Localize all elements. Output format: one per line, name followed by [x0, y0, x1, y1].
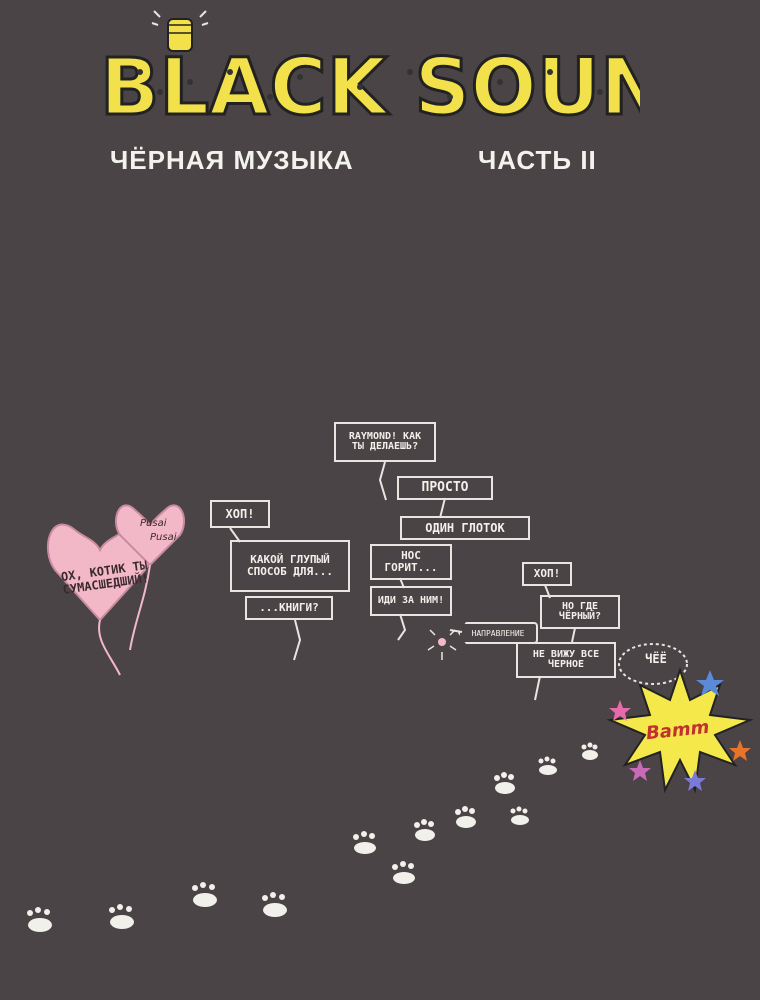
paw-print-icon	[353, 831, 376, 854]
paw-print-icon	[414, 819, 435, 841]
paw-print-icon	[538, 756, 557, 775]
speech-box-kakoy: КАКОЙ ГЛУПЫЙ СПОСОБ ДЛЯ...	[230, 540, 350, 592]
heart-small-text-2: Pusai	[150, 532, 177, 543]
paw-print-icon	[192, 882, 217, 907]
paw-print-icon	[581, 742, 598, 760]
subtitle-left: ЧЁРНАЯ МУЗЫКА	[110, 145, 354, 175]
speech-box-odin-glotok: ОДИН ГЛОТОК	[400, 516, 530, 540]
bamm-burst	[606, 666, 754, 794]
direction-sign: НАПРАВЛЕНИЕ	[458, 622, 538, 644]
paw-print-icon	[510, 806, 529, 825]
fist-icon	[151, 10, 209, 52]
paw-print-icon	[262, 892, 287, 917]
paw-print-icon	[455, 806, 476, 828]
logo: BLACK SOUND	[100, 42, 640, 132]
heart-small-text-1: Pusai	[140, 518, 167, 529]
thought-text: ЧЁЁ	[645, 652, 667, 666]
logo-text: BLACK SOUND	[100, 43, 640, 132]
paw-print-icon	[27, 907, 52, 932]
speech-box-prosto: ПРОСТО	[397, 476, 493, 500]
nose-sketch-icon	[427, 629, 457, 660]
speech-box-no-gde: НО ГДЕ ЧЁРНЫЙ?	[540, 595, 620, 629]
speech-box-knigi: ...КНИГИ?	[245, 596, 333, 620]
subtitle-right: ЧАСТЬ II	[478, 145, 597, 175]
thought-bubble	[618, 643, 688, 685]
speech-box-hop-left: ХОП!	[210, 500, 270, 528]
speech-box-raymond: RAYMOND! КАК ТЫ ДЕЛАЕШЬ?	[334, 422, 436, 462]
paw-print-icon	[392, 861, 415, 884]
paw-print-icon	[109, 904, 134, 929]
speech-box-ne-vizhu: НЕ ВИЖУ ВСЕ ЧЕРНОЕ	[516, 642, 616, 678]
speech-box-idi-za-nim: ИДИ ЗА НИМ!	[370, 586, 452, 616]
speech-box-nos-gorit: НОС ГОРИТ...	[370, 544, 452, 580]
heart-balloon	[46, 504, 185, 676]
paw-print-icon	[494, 772, 515, 794]
speech-box-hop-right: ХОП!	[522, 562, 572, 586]
